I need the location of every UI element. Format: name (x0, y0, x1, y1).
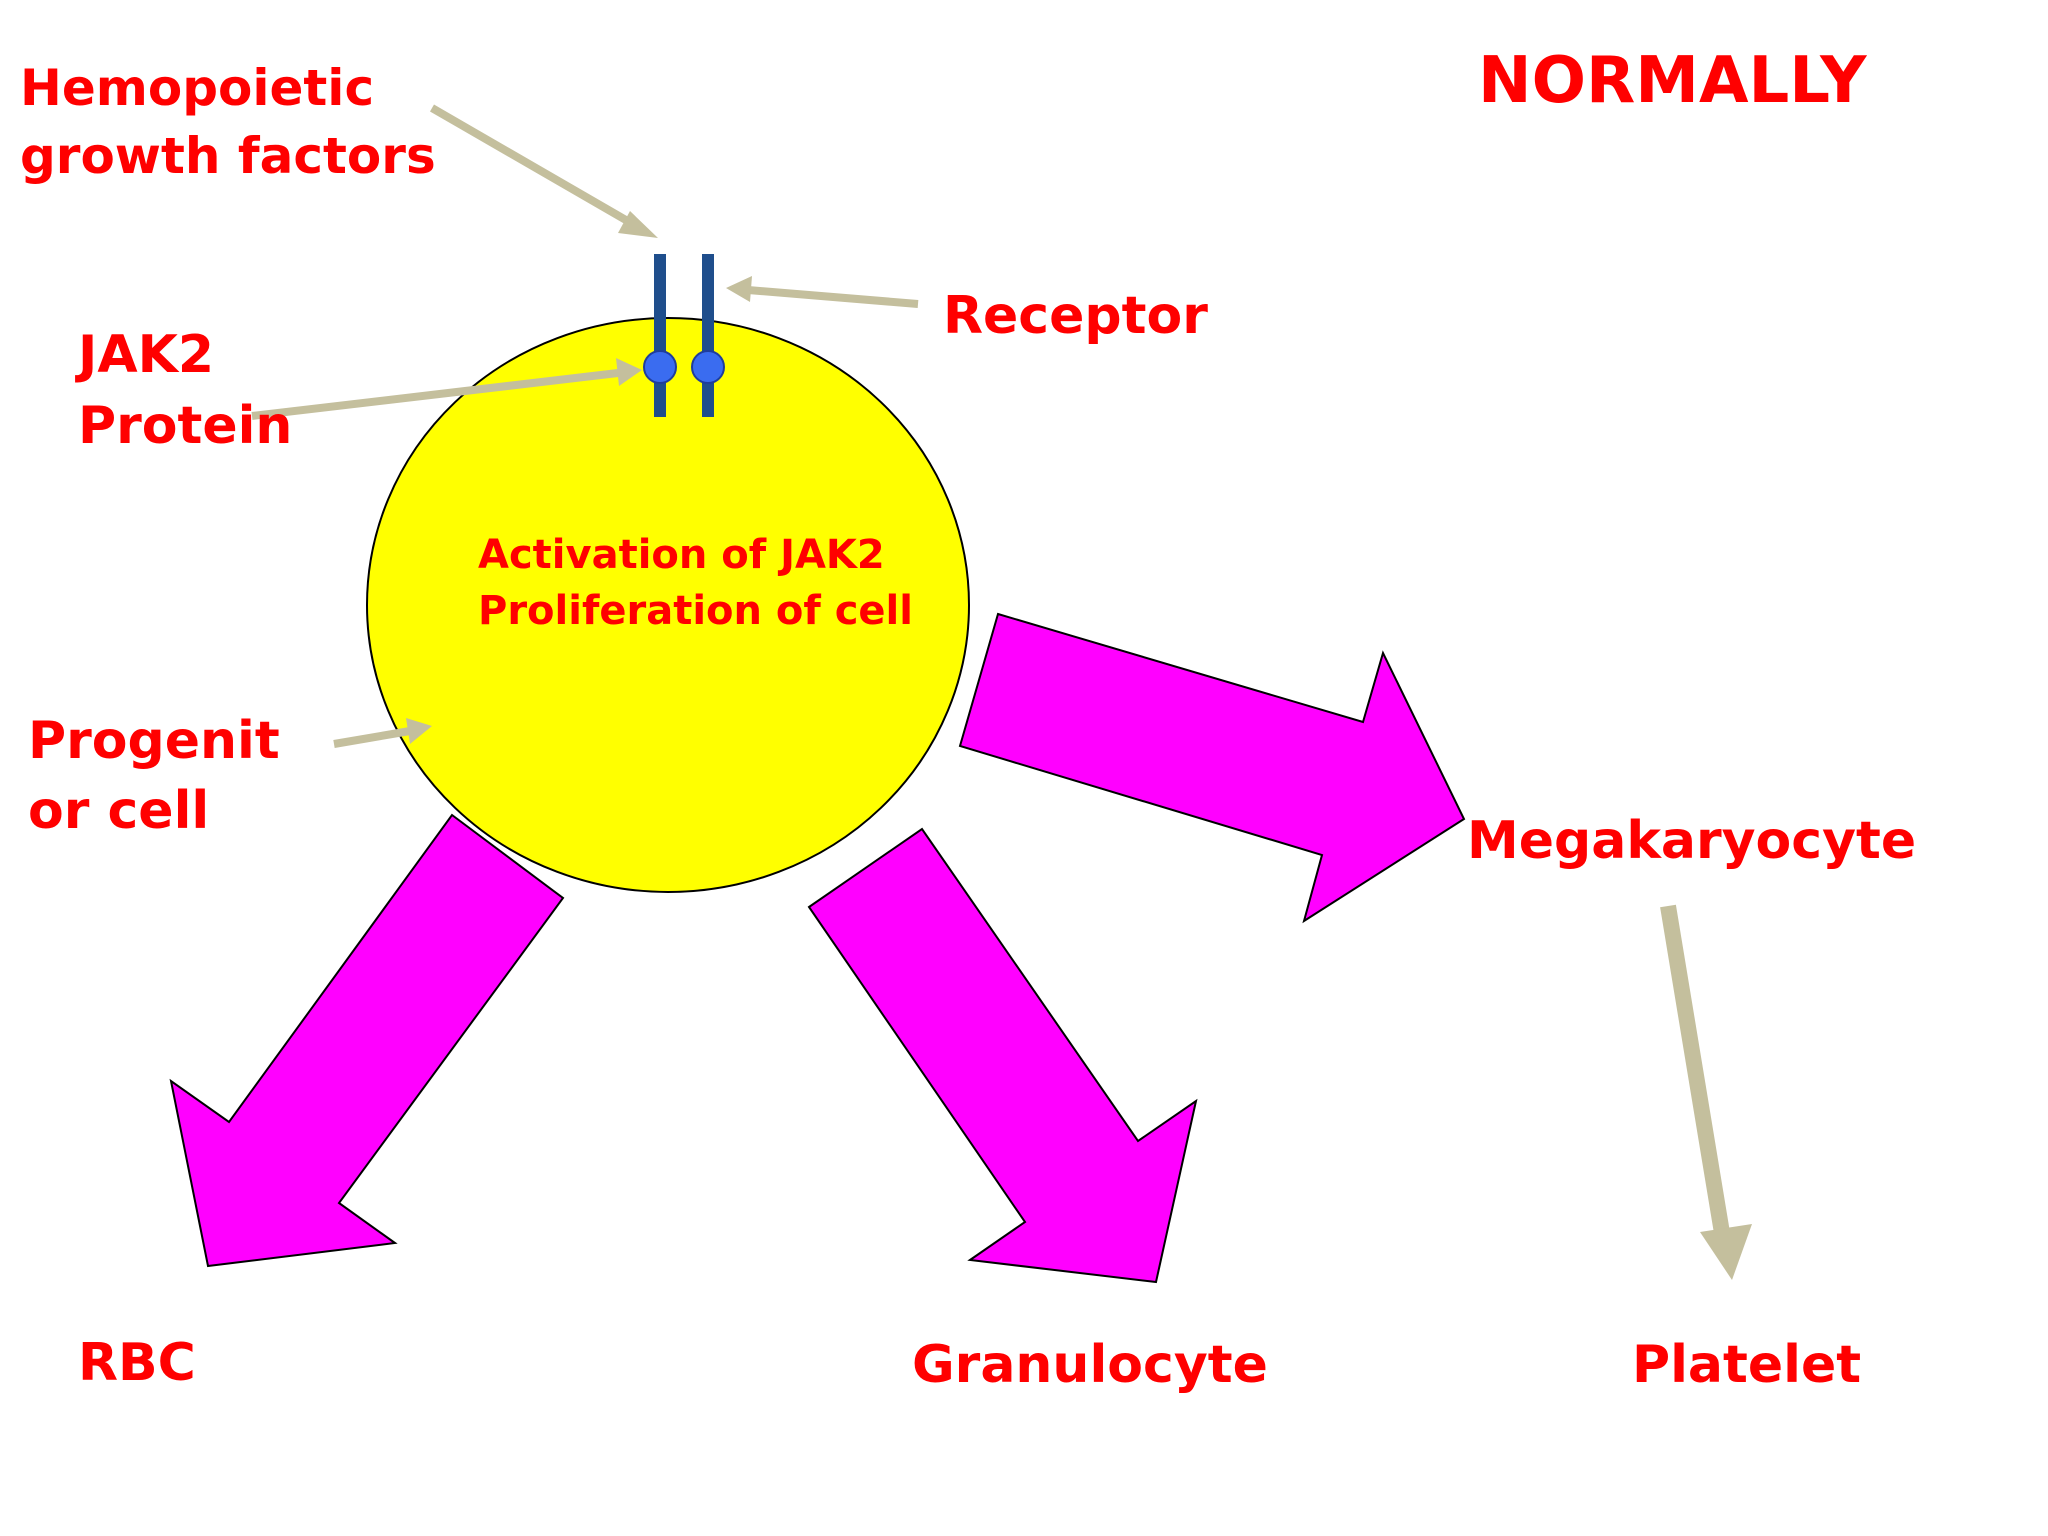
megakaryocyte-to-platelet-arrow (1660, 904, 1752, 1280)
receptor-label: Receptor (943, 286, 1208, 346)
jak2-pointer-arrow (251, 358, 642, 420)
jak2-dot-right (691, 350, 725, 384)
rbc-label: RBC (78, 1333, 196, 1393)
arrow-to-rbc (169, 813, 565, 1268)
granulocyte-label: Granulocyte (912, 1335, 1268, 1395)
progenitor-label-line2: or cell (28, 781, 209, 841)
progenitor-label-line1: Progenit (28, 711, 280, 771)
jak2-label-line2: Protein (78, 396, 292, 456)
receptor-pointer-arrow (726, 276, 919, 308)
arrow-to-granulocyte (807, 827, 1198, 1284)
megakaryocyte-label: Megakaryocyte (1467, 811, 1916, 871)
cell-text-line1: Activation of JAK2 (478, 532, 885, 578)
jak2-dot-left (643, 350, 677, 384)
receptor-bar-right (702, 254, 714, 417)
jak2-protein (643, 350, 725, 384)
jak2-label-line1: JAK2 (75, 325, 214, 385)
receptor-bar-left (654, 254, 666, 417)
growth-factors-label-line2: growth factors (20, 127, 436, 185)
arrow-to-megakaryocyte (958, 612, 1466, 924)
growth-factors-label-line1: Hemopoietic (20, 59, 374, 117)
progenitor-pointer-arrow (333, 718, 432, 748)
diagram-title: NORMALLY (1478, 44, 1867, 118)
cell-text-line2: Proliferation of cell (478, 588, 913, 634)
progenitor-cell-circle (366, 317, 970, 893)
platelet-label: Platelet (1632, 1335, 1861, 1395)
growth-factor-pointer-arrow (429, 104, 658, 238)
